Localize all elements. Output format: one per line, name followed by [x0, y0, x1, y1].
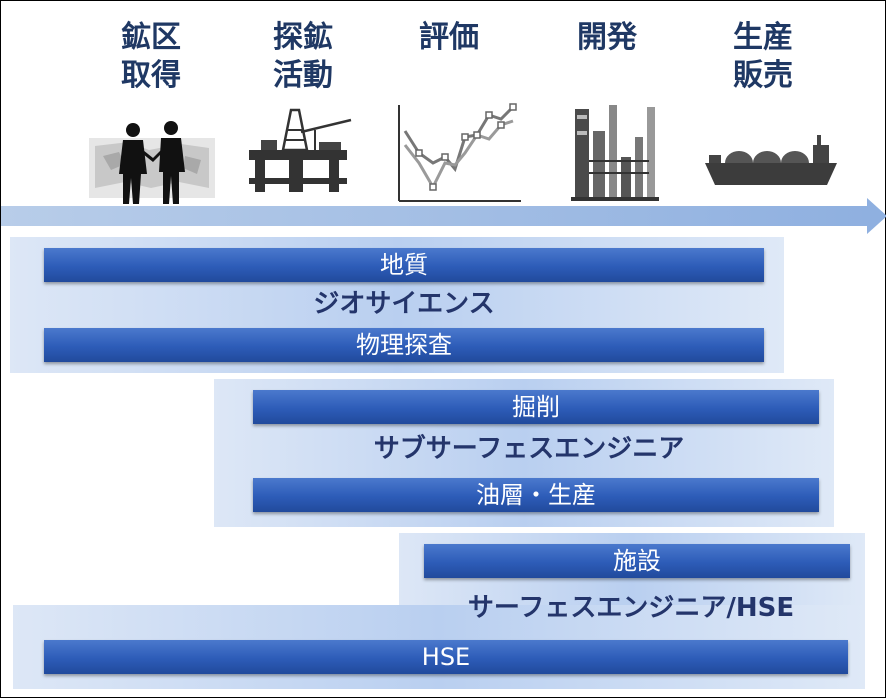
stage-acquisition-label: 鉱区取得 — [121, 20, 181, 93]
stage-exploration-label: 探鉱活動 — [273, 20, 333, 93]
drilling-rig-icon — [249, 108, 352, 192]
stage-production-label: 生産販売 — [733, 20, 793, 93]
stage-appraisal-label: 評価 — [419, 20, 479, 55]
facilities-bar: 施設 — [424, 544, 850, 578]
timeline-arrow-head — [867, 198, 886, 234]
surface-title: サーフェスエンジニア/HSE — [467, 593, 795, 623]
geophysics-bar: 物理探査 — [44, 328, 764, 362]
geology-bar: 地質 — [44, 248, 764, 282]
reservoir-production-bar: 油層・生産 — [253, 478, 819, 512]
drilling-bar: 掘削 — [253, 390, 819, 424]
refinery-icon — [571, 105, 659, 201]
geoscience-title: ジオサイエンス — [313, 289, 495, 319]
lng-tanker-icon — [705, 135, 837, 185]
handshake-icon — [89, 121, 215, 204]
subsurface-title: サブサーフェスエンジニア — [373, 434, 685, 464]
timeline-arrow — [1, 206, 869, 226]
hse-bar: HSE — [44, 640, 848, 674]
line-chart-icon — [398, 103, 521, 202]
stage-development-label: 開発 — [577, 20, 637, 55]
